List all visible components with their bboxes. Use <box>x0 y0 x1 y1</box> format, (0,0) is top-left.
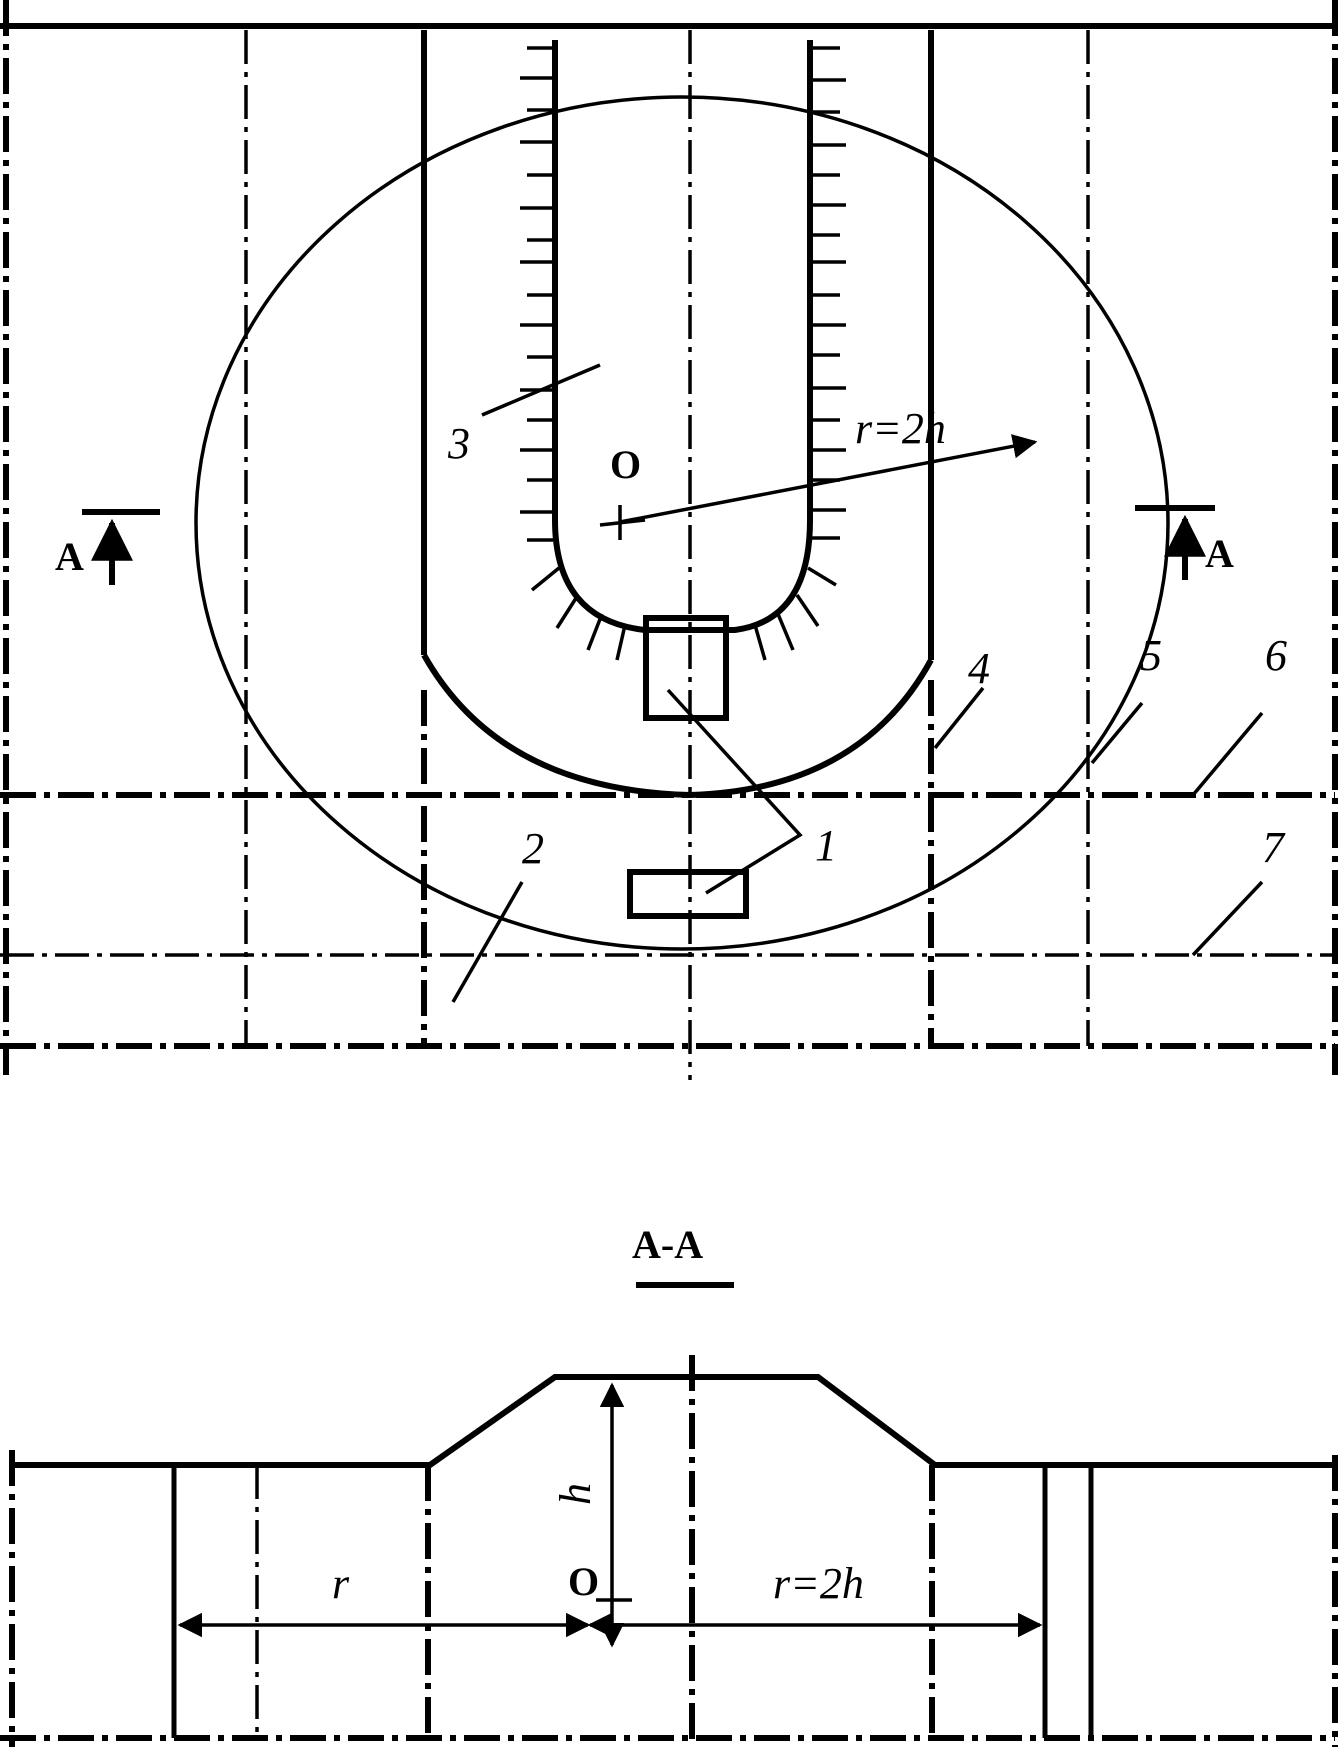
radius-arrow <box>619 434 1038 524</box>
label-part-2: 2 <box>522 824 544 873</box>
leader-1 <box>666 688 803 895</box>
influence-circle <box>194 95 1170 951</box>
leader-5 <box>1090 701 1144 765</box>
label-radius: r=2h <box>855 404 946 453</box>
hatch-radial <box>530 566 837 661</box>
label-center-o: O <box>610 442 641 487</box>
leader-3 <box>481 363 601 417</box>
leader-2 <box>451 881 524 1003</box>
label-part-4: 4 <box>968 644 990 693</box>
hatch-left <box>520 46 553 542</box>
label-section-center-o: O <box>568 1559 599 1604</box>
leader-7 <box>1191 880 1264 957</box>
section-view: A-A h O r r=2h <box>0 1222 1338 1747</box>
label-section-left: A <box>55 534 84 579</box>
part-1-rect-lower <box>627 869 749 919</box>
label-part-3: 3 <box>447 419 470 468</box>
leader-4 <box>933 686 985 750</box>
label-part-1: 1 <box>815 821 837 870</box>
label-section-right: A <box>1205 531 1234 576</box>
label-radius-left: r <box>332 1559 350 1608</box>
ground-profile <box>10 1374 1335 1468</box>
leader-6 <box>1191 711 1264 797</box>
plan-view: 3 O r=2h 1 2 4 5 6 7 A A <box>0 0 1338 1080</box>
hatch-right <box>812 46 846 540</box>
label-part-6: 6 <box>1265 631 1287 680</box>
section-title: A-A <box>632 1222 703 1267</box>
label-part-7: 7 <box>1262 823 1286 872</box>
label-part-5: 5 <box>1140 631 1162 680</box>
inner-u-channel <box>552 40 813 633</box>
label-radius-right: r=2h <box>773 1559 864 1608</box>
part-1-rect-upper <box>643 615 729 721</box>
outer-u-curve <box>421 653 934 799</box>
label-height-h: h <box>551 1483 600 1505</box>
